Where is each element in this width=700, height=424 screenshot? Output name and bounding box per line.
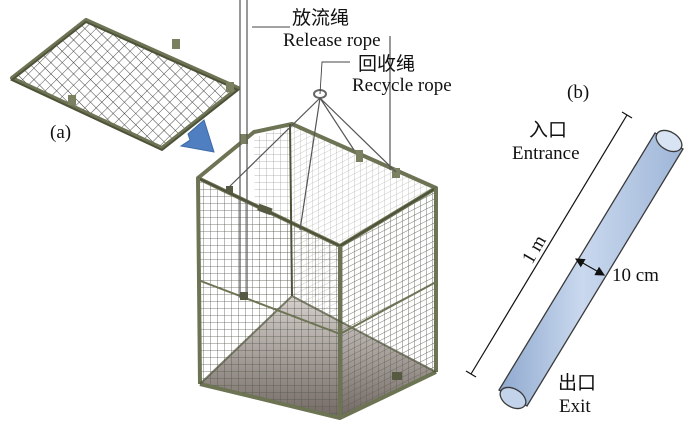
lid-panel [10, 18, 240, 152]
exit-en: Exit [559, 396, 591, 417]
recycle-rope-leader [319, 61, 350, 95]
release-rope-en: Release rope [283, 30, 381, 51]
release-rope [239, 0, 248, 298]
entrance-en: Entrance [512, 143, 580, 164]
exit-cn: 出口 [558, 372, 596, 394]
lid-to-cage-arrow [179, 119, 215, 153]
tube-exit-end [499, 386, 527, 410]
entrance-cn: 入口 [529, 119, 567, 141]
recycle-rope-en: Recycle rope [352, 75, 452, 96]
cage-bracket-6 [392, 372, 402, 380]
length-dimension [465, 111, 633, 378]
cage-bracket-3 [392, 168, 400, 178]
release-rope-cn: 放流绳 [292, 7, 349, 29]
cage-bracket-5 [257, 203, 273, 216]
cage-body [196, 122, 438, 420]
panel-a-label: (a) [50, 122, 71, 143]
diameter-dimension [574, 258, 606, 276]
tube [498, 129, 684, 410]
length-label: 1 m [518, 232, 551, 268]
panel-b-label: (b) [567, 82, 589, 103]
lid-hinge-2 [68, 95, 76, 105]
tube-entrance-end [655, 129, 683, 153]
lid-hinge-3 [226, 82, 234, 92]
cage-bracket-4 [226, 186, 233, 193]
recycle-rope-cn: 回收绳 [358, 53, 415, 75]
cage-bracket-1 [240, 134, 248, 144]
diameter-label: 10 cm [612, 265, 659, 286]
cage-bracket-2 [356, 150, 363, 162]
lid-hinge-1 [172, 39, 180, 49]
cage-bracket-7 [240, 292, 248, 300]
